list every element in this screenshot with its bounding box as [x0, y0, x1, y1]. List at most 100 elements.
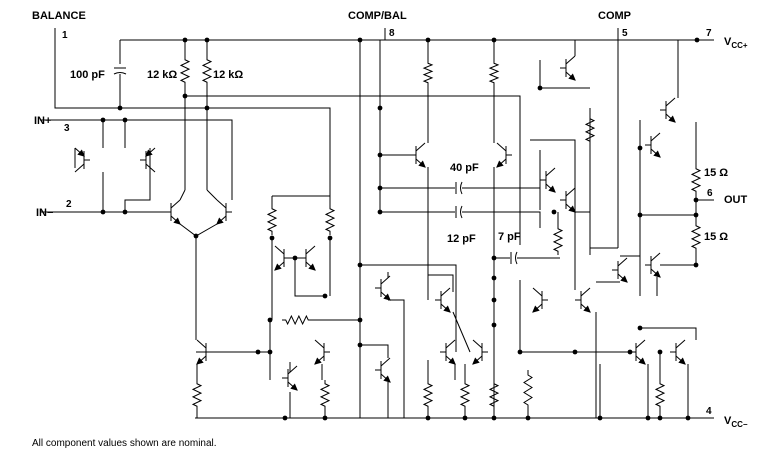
junction-dots	[100, 37, 700, 421]
junction-dot	[491, 37, 497, 43]
junction-dot	[282, 415, 288, 421]
junction-dot	[377, 105, 383, 111]
wire	[179, 223, 218, 237]
footnote: All component values shown are nominal.	[32, 438, 217, 449]
junction-dot	[685, 415, 691, 421]
wire	[575, 211, 591, 248]
transistor-collector	[216, 199, 227, 209]
in-minus-label: IN−	[36, 207, 53, 219]
junction-dot	[491, 415, 497, 421]
wire	[452, 311, 471, 353]
emitter-arrow	[678, 357, 686, 365]
junction-dot	[357, 37, 363, 43]
junction-dot	[377, 185, 383, 191]
emitter-arrow	[308, 263, 316, 271]
transistor-collector	[440, 287, 451, 297]
emitter-arrow	[653, 150, 661, 158]
junction-dot	[645, 415, 651, 421]
emitter-arrow	[448, 357, 456, 365]
wire	[462, 211, 541, 228]
junction-dot	[537, 85, 543, 91]
junction-dot	[572, 349, 578, 355]
wire	[360, 344, 389, 358]
junction-dot	[425, 415, 431, 421]
balance-label: BALANCE	[32, 10, 86, 22]
stage2-res-right	[488, 60, 500, 86]
emitter-arrow	[668, 115, 676, 123]
transistor-collector	[635, 339, 646, 349]
wire	[379, 108, 410, 156]
emitter-arrow	[314, 357, 322, 365]
res-h-mid	[282, 314, 312, 326]
res-15-bottom-label: 15 Ω	[704, 231, 728, 243]
emitter-arrow	[173, 217, 181, 225]
capacitor-plate-curved	[113, 72, 127, 75]
emitter-arrow	[583, 305, 591, 313]
res-15-top-label: 15 Ω	[704, 167, 728, 179]
cap-7pf-label: 7 pF	[498, 231, 521, 243]
transistor-collector	[305, 245, 316, 255]
junction-dot	[491, 255, 497, 261]
junction-dot	[693, 262, 699, 268]
junction-dot	[693, 212, 699, 218]
transistor-collector	[580, 287, 591, 297]
output-res-top	[584, 115, 596, 145]
junction-dot	[425, 37, 431, 43]
emitter-arrow	[472, 357, 480, 365]
emitter-arrow	[653, 270, 661, 278]
transistor-collector	[472, 339, 483, 349]
junction-dot	[122, 117, 128, 123]
pin-5-label: 5	[622, 28, 628, 39]
emitter-res-3	[422, 380, 434, 410]
junction-dot	[657, 349, 663, 355]
res-12k-right	[201, 56, 213, 86]
transistor-collector	[170, 199, 181, 209]
transistor-collector	[380, 357, 391, 367]
res-15-bottom	[690, 222, 702, 252]
emitter-arrow	[568, 205, 576, 213]
transistor-collector	[74, 163, 85, 173]
junction-dot	[637, 145, 643, 151]
schematic-components	[74, 55, 702, 410]
transistor-collector	[532, 287, 543, 297]
junction-dot	[693, 197, 699, 203]
emitter-arrow	[443, 305, 451, 313]
res-12k-right-label: 12 kΩ	[213, 69, 243, 81]
comp-bal-label: COMP/BAL	[348, 10, 407, 22]
emitter-res-2	[319, 380, 331, 410]
transistor-collector	[287, 365, 298, 375]
transistor-collector	[380, 275, 391, 285]
vcc-plus-label: VCC+	[724, 36, 748, 50]
junction-dot	[117, 105, 123, 111]
capacitor-plate-curved	[515, 251, 518, 265]
transistor-collector	[545, 167, 556, 177]
capacitor-plate-curved	[460, 205, 463, 219]
wire	[206, 189, 218, 201]
emitter-res-6	[523, 370, 533, 410]
wire	[428, 274, 454, 292]
junction-dot	[377, 209, 383, 215]
pin-7-label: 7	[706, 28, 712, 39]
cap-12pf-label: 12 pF	[447, 233, 476, 245]
transistor-collector	[274, 245, 285, 255]
wire	[530, 139, 576, 290]
junction-dot	[182, 93, 188, 99]
bias-npn-3	[375, 275, 391, 301]
emitter-res-1	[191, 380, 203, 410]
emitter-arrow	[418, 160, 426, 168]
junction-dot	[637, 212, 643, 218]
emitter-arrow	[620, 275, 628, 283]
junction-dot	[657, 415, 663, 421]
junction-dot	[322, 415, 328, 421]
out-label: OUT	[724, 194, 748, 206]
wire	[179, 189, 186, 201]
cap-40pf-label: 40 pF	[450, 162, 479, 174]
junction-dot	[269, 235, 275, 241]
junction-dot	[357, 262, 363, 268]
junction-dot	[491, 297, 497, 303]
transistor-collector	[650, 252, 661, 262]
junction-dot	[182, 37, 188, 43]
wire	[620, 255, 641, 275]
junction-dot	[462, 415, 468, 421]
